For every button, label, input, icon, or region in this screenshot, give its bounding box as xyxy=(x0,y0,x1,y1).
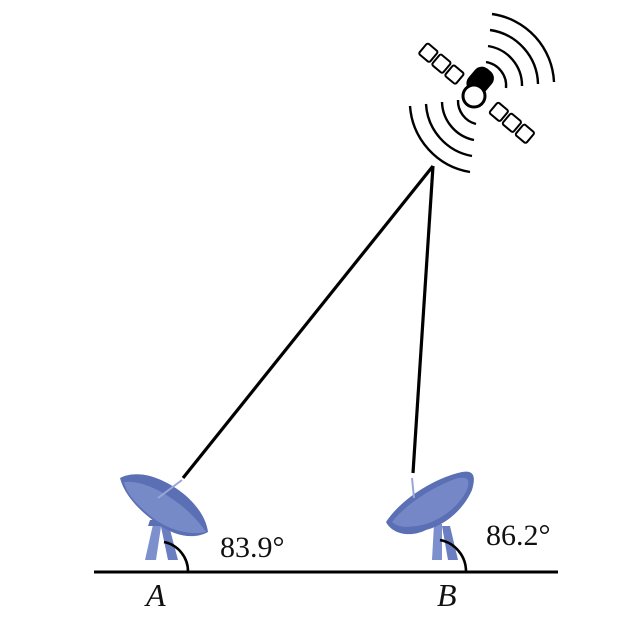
sight-line-b xyxy=(411,165,435,474)
satellite-icon xyxy=(408,12,556,174)
satellite-dish-icon xyxy=(386,471,474,560)
angle-label-a: 83.9° xyxy=(220,531,285,564)
satellite-dish-icon xyxy=(120,474,208,560)
sight-line-a xyxy=(181,164,435,480)
angle-arc-a xyxy=(163,540,190,573)
point-label-b: B xyxy=(437,577,457,613)
point-label-a: A xyxy=(144,577,166,613)
angle-arc-b xyxy=(439,538,468,573)
angle-label-b: 86.2° xyxy=(486,519,551,552)
